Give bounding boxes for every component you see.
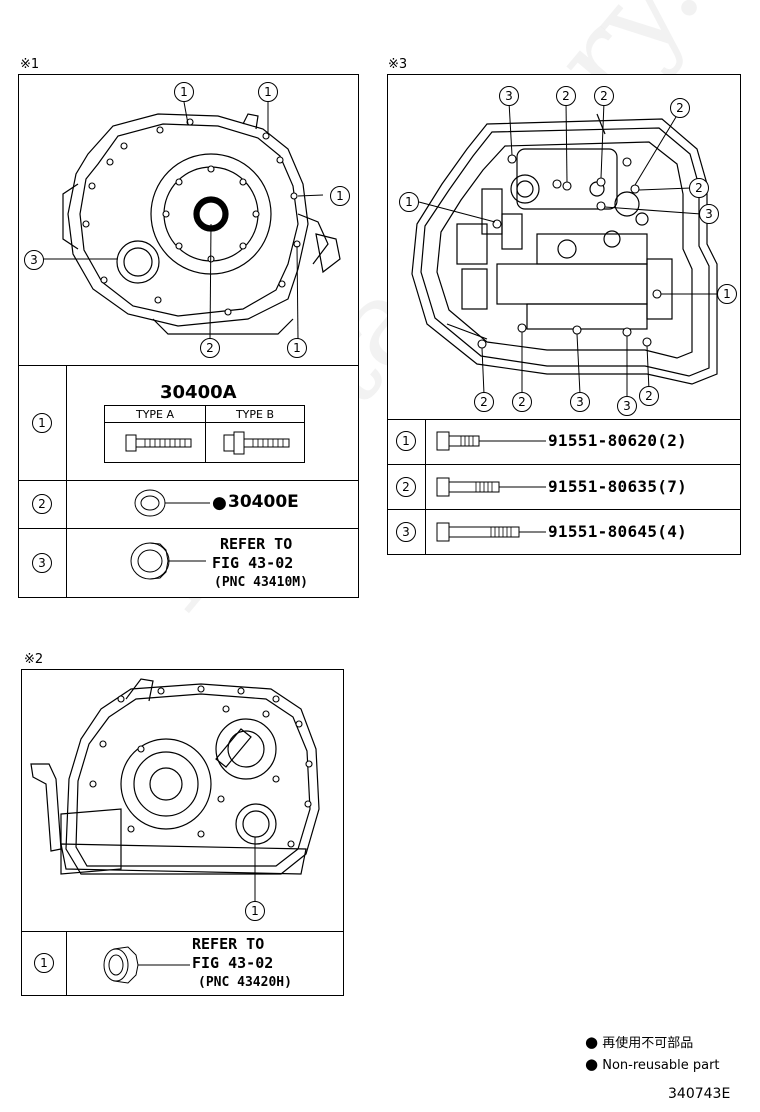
panel1-row-divider [18, 528, 359, 529]
legend-row-jp: ● 再使用不可部品 [585, 1032, 720, 1054]
panel2-label: ※2 [24, 652, 44, 667]
panel1-divider [18, 365, 359, 366]
bearing-icon [103, 946, 190, 984]
figure-id: 340743E [668, 1086, 731, 1102]
pnc-reference: (PNC 43420H) [198, 975, 292, 990]
legend-japanese: 再使用不可部品 [602, 1036, 694, 1051]
legend-row-en: ● Non-reusable part [585, 1054, 720, 1076]
callout-1: 1 [174, 82, 194, 102]
row-key-2: 2 [32, 494, 52, 514]
row-key-2: 2 [396, 477, 416, 497]
callout-3: 3 [617, 396, 637, 416]
type-b-label: TYPE B [235, 408, 275, 421]
type-a-label: TYPE A [135, 408, 175, 421]
callout-2: 2 [639, 386, 659, 406]
part-code-30400A: 30400A [160, 382, 237, 403]
figure-reference: FIG 43-02 [212, 554, 294, 572]
part-number: 91551-80645(4) [548, 522, 688, 541]
callout-2: 2 [689, 178, 709, 198]
panel3-box [387, 74, 741, 555]
bolt-type-a-icon [125, 434, 192, 452]
bolt-long-icon [436, 522, 546, 542]
transmission-bellhousing-drawing [42, 101, 341, 340]
refer-line: REFER TO [220, 535, 293, 553]
panel1-key-column-divider [66, 365, 67, 598]
callout-3: 3 [570, 392, 590, 412]
bolt-type-b-icon [223, 431, 290, 455]
transmission-side-drawing [30, 678, 320, 901]
row-key-1: 1 [34, 953, 54, 973]
panel3-row-divider [387, 509, 741, 510]
callout-2: 2 [670, 98, 690, 118]
callout-2: 2 [474, 392, 494, 412]
row-key-3: 3 [32, 553, 52, 573]
callout-2: 2 [512, 392, 532, 412]
panel2-box [21, 669, 344, 996]
panel3-divider [387, 419, 741, 420]
part-number: 91551-80620(2) [548, 431, 688, 450]
panel3-key-column-divider [425, 419, 426, 555]
figure-reference: FIG 43-02 [192, 954, 274, 972]
callout-2: 2 [200, 338, 220, 358]
non-reusable-bullet: ● [585, 1055, 599, 1073]
non-reusable-bullet: ● [212, 493, 227, 513]
panel3-label: ※3 [388, 57, 408, 72]
legend: ● 再使用不可部品 ● Non-reusable part [585, 1032, 720, 1076]
callout-1: 1 [287, 338, 307, 358]
callout-3: 3 [499, 86, 519, 106]
bearing-icon [130, 542, 206, 580]
panel1-row-divider [18, 480, 359, 481]
panel3-row-divider [387, 464, 741, 465]
non-reusable-bullet: ● [585, 1033, 599, 1051]
callout-1: 1 [245, 901, 265, 921]
row-key-1: 1 [32, 413, 52, 433]
legend-english: Non-reusable part [602, 1058, 720, 1073]
panel1-box [18, 74, 359, 598]
callout-3: 3 [699, 204, 719, 224]
refer-to-note: REFER TO FIG 43-02 (PNC 43420H) [192, 935, 292, 992]
bolt-short-icon [436, 431, 546, 451]
callout-2: 2 [556, 86, 576, 106]
part-number: 91551-80635(7) [548, 477, 688, 496]
valve-body-drawing [411, 101, 718, 399]
callout-1: 1 [399, 192, 419, 212]
pnc-reference: (PNC 43410M) [214, 575, 308, 590]
oil-seal-icon [134, 489, 210, 517]
panel1-label: ※1 [20, 57, 40, 72]
callout-2: 2 [594, 86, 614, 106]
callout-1: 1 [258, 82, 278, 102]
bolt-type-table: TYPE A TYPE B [104, 405, 305, 463]
part-code-30400E: 30400E [228, 492, 299, 512]
row-key-3: 3 [396, 522, 416, 542]
panel2-key-column-divider [66, 931, 67, 996]
refer-to-note: REFER TO FIG 43-02 (PNC 43410M) [212, 535, 308, 592]
callout-3: 3 [24, 250, 44, 270]
panel2-divider [21, 931, 344, 932]
callout-1: 1 [330, 186, 350, 206]
row-key-1: 1 [396, 431, 416, 451]
refer-line: REFER TO [192, 935, 265, 953]
callout-1: 1 [717, 284, 737, 304]
bolt-medium-icon [436, 477, 546, 497]
